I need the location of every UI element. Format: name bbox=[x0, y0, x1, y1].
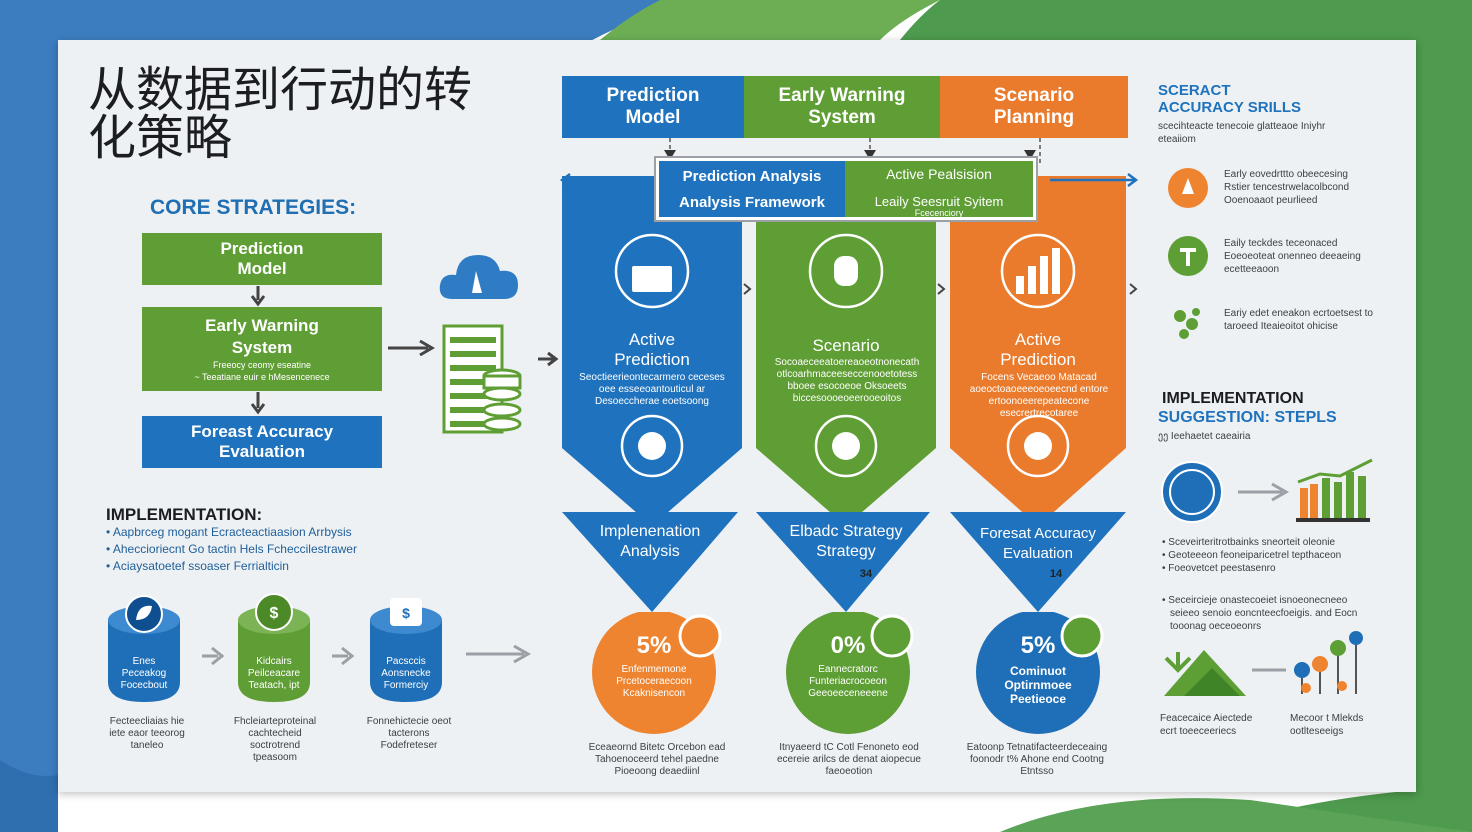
column-1-pct: 5% bbox=[636, 632, 672, 659]
chevron-1-label: Implenenation Analysis bbox=[599, 523, 701, 560]
right-foot-2: Mecoor t Mlekds ootlteseeigs bbox=[1290, 713, 1364, 737]
implementation-heading: IMPLEMENTATION: bbox=[106, 505, 263, 524]
arrow-down-icon bbox=[250, 392, 266, 415]
chevron-3-sub: 14 bbox=[1049, 568, 1063, 580]
analysis-right-top: Active Pealsision bbox=[886, 166, 992, 182]
column-3-title: Active Prediction bbox=[1000, 330, 1076, 369]
funnel-columns bbox=[562, 138, 1138, 612]
page-title: 从数据到行动的转化策略 bbox=[88, 62, 473, 166]
data-table-icon bbox=[442, 324, 522, 434]
right-impl-graphic bbox=[1161, 458, 1373, 523]
right-bullet: • Geoteeeon feoneiparicetrel tepthaceon bbox=[1162, 550, 1342, 561]
cylinders-row: $ $ bbox=[108, 593, 532, 702]
column-3-pct: 5% bbox=[1020, 632, 1056, 659]
svg-text:$: $ bbox=[270, 605, 279, 622]
header-early-warning: Early Warning System bbox=[744, 76, 940, 138]
core-box-2-sub2: ~ Teeatiane euir e hMesencenece bbox=[194, 372, 330, 382]
column-3-desc: Focens Vecaeoo Matacad aoeoctoaoeeeoeoee… bbox=[969, 372, 1109, 419]
right-bullet: tooonag oeceoeonrs bbox=[1170, 621, 1262, 632]
cylinder-2: $ bbox=[238, 593, 310, 702]
right-item-1: Early eovedrttto obeecesing Rstier tence… bbox=[1224, 169, 1350, 206]
right-foot-1: Feacecaice Aiectede ecrt toeeceeriecs bbox=[1160, 713, 1253, 737]
header-scenario-planning: Scenario Planning bbox=[940, 76, 1128, 138]
right-bottom-graphics bbox=[1164, 631, 1363, 696]
cylinder-3-note: Fonnehictecie oeot tacterons Fodefretese… bbox=[366, 716, 452, 751]
column-2-pct-text: Eannecratorc Funteriacrocoeon Geeoeecene… bbox=[808, 664, 888, 699]
column-3-pct-text: Cominuot Optirnmoee Peetieoce bbox=[1004, 664, 1072, 706]
right-bullets-1: • Sceveirteritrotbainks sneorteit oleoni… bbox=[1162, 536, 1341, 575]
column-2-note: Itnyaeerd tC Cotl Fenoneto eod ecereie a… bbox=[777, 742, 921, 777]
right-bullet: • Foeovetcet peestasenro bbox=[1162, 563, 1276, 574]
core-box-prediction-model: Prediction Model bbox=[142, 233, 382, 285]
right-item-2: Eaily teckdes teceonaced Eoeoeoteat onen… bbox=[1224, 238, 1361, 275]
header-label: Early Warning System bbox=[778, 85, 906, 128]
analysis-left-bottom: Analysis Framework bbox=[679, 194, 825, 211]
header-label: Scenario Planning bbox=[993, 85, 1075, 128]
cylinder-1-note: Fecteecliaias hie iete eaor teeorog tane… bbox=[109, 716, 185, 751]
right-item-3: Eariy edet eneakon ecrtoetsest to taroee… bbox=[1224, 308, 1373, 332]
core-box-1-label: Prediction Model bbox=[220, 239, 304, 278]
column-1-desc: Seoctieerieontecarmero ceceses oee essee… bbox=[579, 372, 725, 407]
arrow-right-icon bbox=[466, 644, 532, 664]
column-2-desc: Socoaeceeatoereaoeotnonecath otlcoarhmac… bbox=[774, 357, 920, 404]
header-label: Prediction Model bbox=[606, 85, 700, 128]
percentage-circles bbox=[592, 612, 1104, 734]
right-impl-sub: ეე Ieehaetet caeairia bbox=[1158, 431, 1251, 442]
right-heading-1: SCERACT bbox=[1158, 82, 1231, 99]
right-impl-heading-2: SUGGESTION: STEPLS bbox=[1158, 409, 1337, 426]
right-bullet: • Seceircieje onastecoeiet isnoeonecneeo bbox=[1162, 595, 1348, 606]
analysis-right-bottom: Leaily Seesruit Syitem bbox=[874, 194, 1004, 209]
core-box-2-label: Early Warning System bbox=[205, 316, 319, 357]
right-bullets-2: • Seceircieje onastecoeiet isnoeonecneeo… bbox=[1162, 594, 1372, 633]
svg-text:$: $ bbox=[402, 605, 410, 621]
implementation-bullet: • Aapbrceg mogant Ecracteactiaasion Arrb… bbox=[106, 525, 352, 539]
cylinder-3-label: Pacsccis Aonsnecke Formerciy bbox=[381, 656, 431, 691]
chevron-2-sub: 34 bbox=[859, 568, 873, 580]
column-2-title: Scenario bbox=[812, 336, 880, 355]
right-impl-heading-1: IMPLEMENTATION bbox=[1162, 390, 1304, 407]
column-2-pct: 0% bbox=[830, 632, 866, 659]
column-1-pct-text: Enfenmemone Prcetoceraecoon Kcaknisencon bbox=[616, 664, 692, 699]
arrow-right-icon bbox=[388, 339, 435, 357]
cylinder-3: $ bbox=[370, 598, 442, 702]
analysis-right-sub: Fcecenciory bbox=[914, 208, 964, 218]
core-box-3-label: Foreast Accuracy Evaluation bbox=[190, 422, 334, 461]
cylinder-1 bbox=[108, 595, 180, 702]
column-1-note: Eceaeornd Bitetc Orcebon ead Tahoenoceer… bbox=[588, 742, 726, 777]
arrow-right-icon bbox=[332, 646, 355, 666]
implementation-bullet: • Aciaysatoetef ssoaser Ferrialticin bbox=[106, 559, 289, 573]
implementation-bullets: • Aapbrceg mogant Ecracteactiaasion Arrb… bbox=[106, 524, 357, 575]
core-box-forecast-accuracy: Foreast Accuracy Evaluation bbox=[142, 416, 382, 468]
analysis-left-top: Prediction Analysis bbox=[682, 168, 822, 185]
chevron-3-label: Foresat Accuracy Evaluation bbox=[980, 525, 1096, 562]
chevron-2-label: Elbadc Strategy Strategy bbox=[789, 523, 903, 560]
column-3-note: Eatoonp Tetnatifacteerdeceaing foonodr t… bbox=[966, 742, 1108, 777]
header-prediction-model: Prediction Model bbox=[562, 76, 744, 138]
core-strategies-heading: CORE STRATEGIES: bbox=[150, 196, 357, 219]
column-1-title: Active Prediction bbox=[614, 330, 690, 369]
implementation-bullet: • Aheccioriecnt Go tactin Hels Fcheccile… bbox=[106, 542, 357, 556]
arrow-down-icon bbox=[250, 286, 266, 307]
cylinder-2-note: Fhcleiarteproteinal cachtecheid soctrotr… bbox=[233, 716, 317, 763]
right-sub: scecihteacte tenecoie glatteaoe Iniyhr e… bbox=[1158, 121, 1326, 145]
core-box-early-warning: Early Warning System Freeocy ceomy eseat… bbox=[142, 307, 382, 391]
analysis-bar bbox=[560, 156, 1139, 222]
arrow-right-icon bbox=[538, 351, 559, 367]
right-bullet: • Sceveirteritrotbainks sneorteit oleoni… bbox=[1162, 537, 1336, 548]
arrow-right-icon bbox=[202, 646, 225, 666]
right-heading-2: ACCURACY SRILLS bbox=[1158, 99, 1302, 116]
right-icons bbox=[1168, 168, 1208, 339]
cloud-icon bbox=[439, 255, 518, 299]
cylinder-2-label: Kidcairs Peilceacare Teatach, ipt bbox=[247, 656, 301, 691]
core-box-2-sub1: Freeocy ceomy eseatine bbox=[212, 360, 312, 370]
cylinder-1-label: Enes Peceakog Focecbout bbox=[120, 656, 168, 691]
right-bullet: seieeo senoio eoncnteecfoeigis. and Eocn bbox=[1170, 608, 1358, 619]
